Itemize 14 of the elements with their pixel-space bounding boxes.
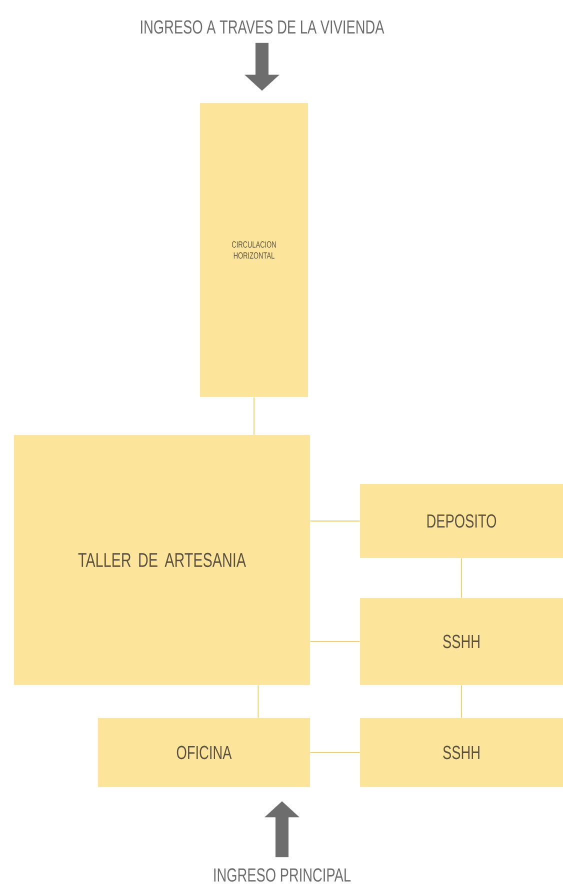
entrance-label: INGRESO A TRAVES DE LA VIVIENDA (141, 20, 384, 34)
room-box: TALLER DE ARTESANIA (14, 435, 310, 685)
room-box: DEPOSITO (360, 484, 563, 558)
connector-line (310, 520, 360, 522)
connector-line (461, 558, 462, 598)
room-box: CIRCULACION HORIZONTAL (200, 103, 308, 397)
room-box: SSHH (360, 718, 563, 787)
connector-line (258, 684, 259, 718)
room-box: SSHH (360, 598, 563, 685)
entrance-label: INGRESO PRINCIPAL (214, 868, 351, 882)
room-box: OFICINA (98, 718, 310, 787)
connector-line (310, 641, 360, 642)
connector-line (461, 684, 462, 718)
connector-line (310, 752, 360, 753)
